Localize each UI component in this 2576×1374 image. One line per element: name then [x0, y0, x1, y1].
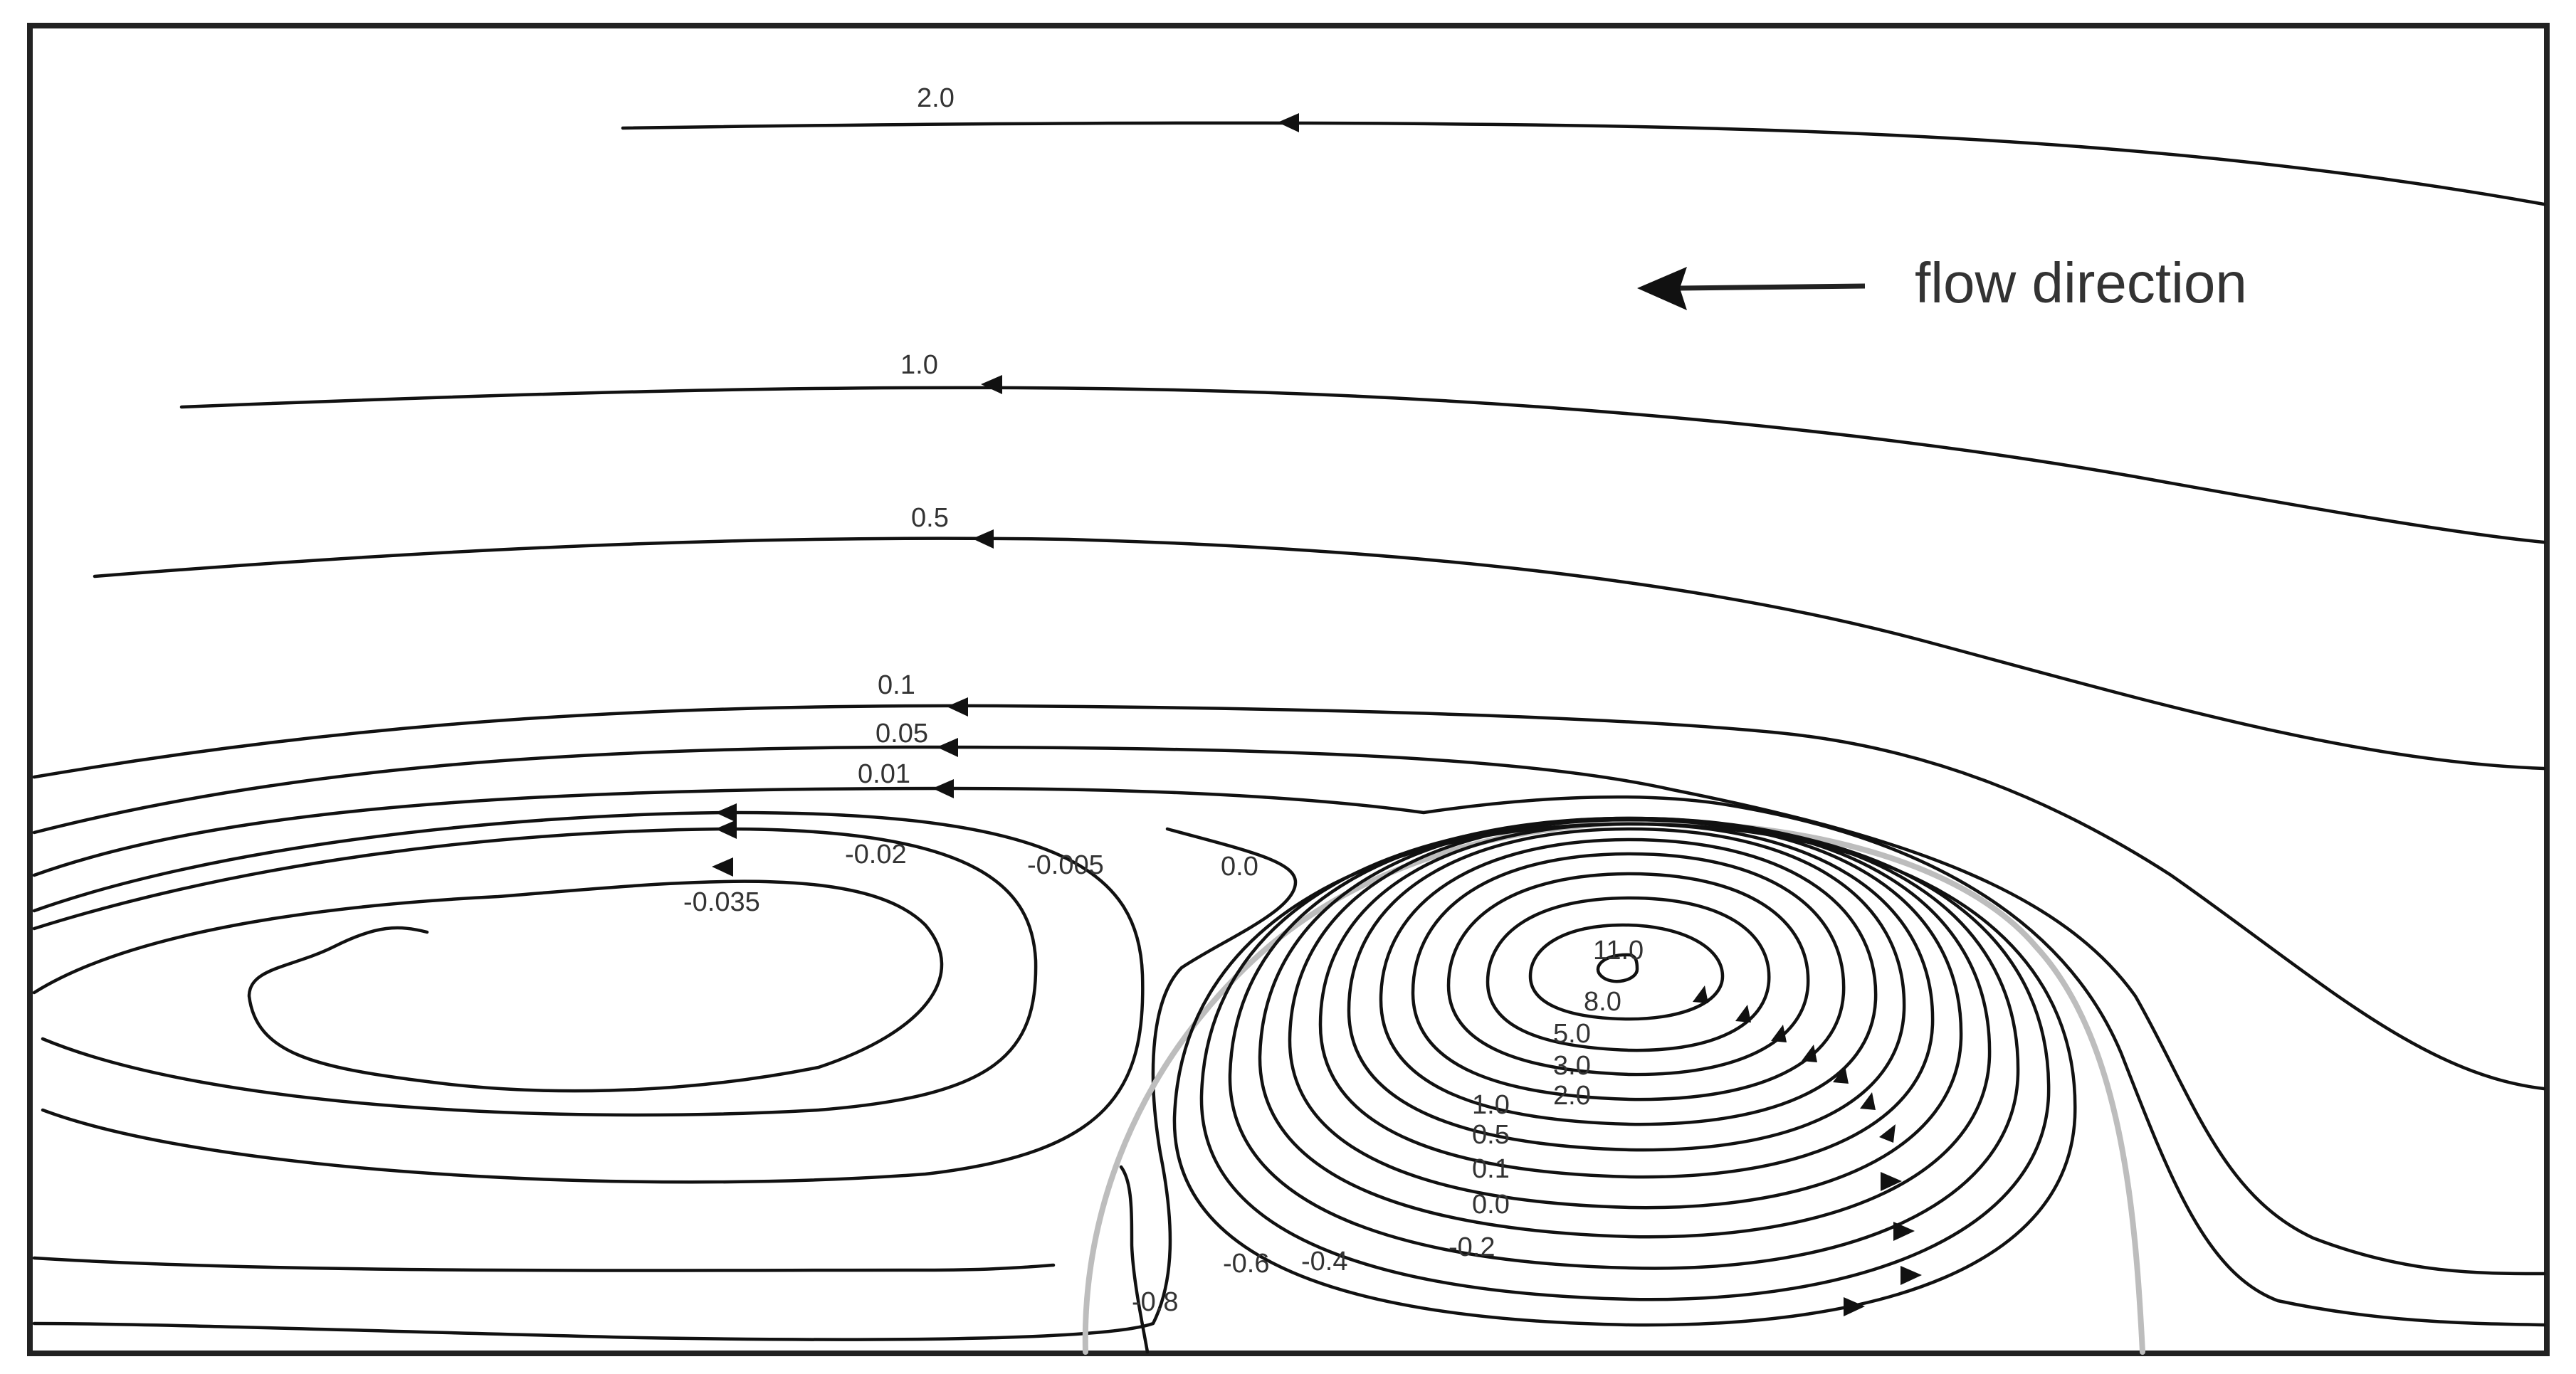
label-neg-0-4: -0.4 — [1301, 1247, 1347, 1277]
label-3-0: 3.0 — [1553, 1051, 1591, 1081]
label-0-5: 0.5 — [911, 503, 949, 533]
label-neg-0-2: -0.2 — [1449, 1232, 1495, 1262]
label-0-1: 0.1 — [878, 670, 915, 700]
streamline-labels: 2.0 1.0 0.5 0.1 0.05 0.01 -0.02 -0.005 0… — [683, 83, 1644, 1317]
streamline-neg-0-02 — [32, 810, 1145, 1184]
label-zero-upper: 0.0 — [1221, 852, 1258, 882]
label-11-0: 11.0 — [1593, 936, 1644, 966]
label-0-0-inner: 0.0 — [1472, 1190, 1510, 1220]
flow-direction-arrow — [1637, 267, 1866, 310]
plot-frame — [27, 23, 2550, 1356]
label-1-0-inner: 1.0 — [1472, 1090, 1510, 1120]
streamline-2-0 — [621, 121, 2546, 206]
label-neg-0-035: -0.035 — [683, 887, 760, 917]
label-neg-0-02: -0.02 — [845, 840, 907, 870]
label-0-1-inner: 0.1 — [1472, 1154, 1510, 1184]
streamline-0-5 — [93, 537, 2546, 771]
label-0-05: 0.05 — [876, 719, 928, 749]
label-neg-0-6: -0.6 — [1223, 1249, 1269, 1279]
streamline-neg-0-035 — [32, 879, 944, 1093]
label-5-0: 5.0 — [1553, 1019, 1591, 1049]
flow-direction-label: flow direction — [1915, 251, 2247, 315]
label-8-0: 8.0 — [1584, 987, 1621, 1017]
label-2-0-inner: 2.0 — [1553, 1081, 1591, 1111]
streamline-1-0 — [179, 386, 2546, 544]
streamline-0-01 — [32, 786, 2546, 1327]
label-2-0: 2.0 — [917, 83, 955, 113]
streamline-arrowheads — [712, 113, 1922, 1316]
label-0-5-inner: 0.5 — [1472, 1120, 1510, 1150]
vortex-streamlines — [1119, 816, 2077, 1354]
streamline-0-1 — [32, 704, 2546, 1091]
streamline-zero-upper — [32, 827, 1298, 1341]
label-neg-0-8: -0.8 — [1132, 1287, 1178, 1317]
label-1-0: 1.0 — [900, 350, 938, 380]
label-neg-0-005: -0.005 — [1027, 850, 1104, 880]
streamline-neg-0-005 — [32, 827, 1038, 1117]
label-0-01: 0.01 — [858, 759, 910, 789]
streamline-0-05 — [32, 745, 2546, 1276]
streamline-bottom — [32, 1256, 1056, 1272]
